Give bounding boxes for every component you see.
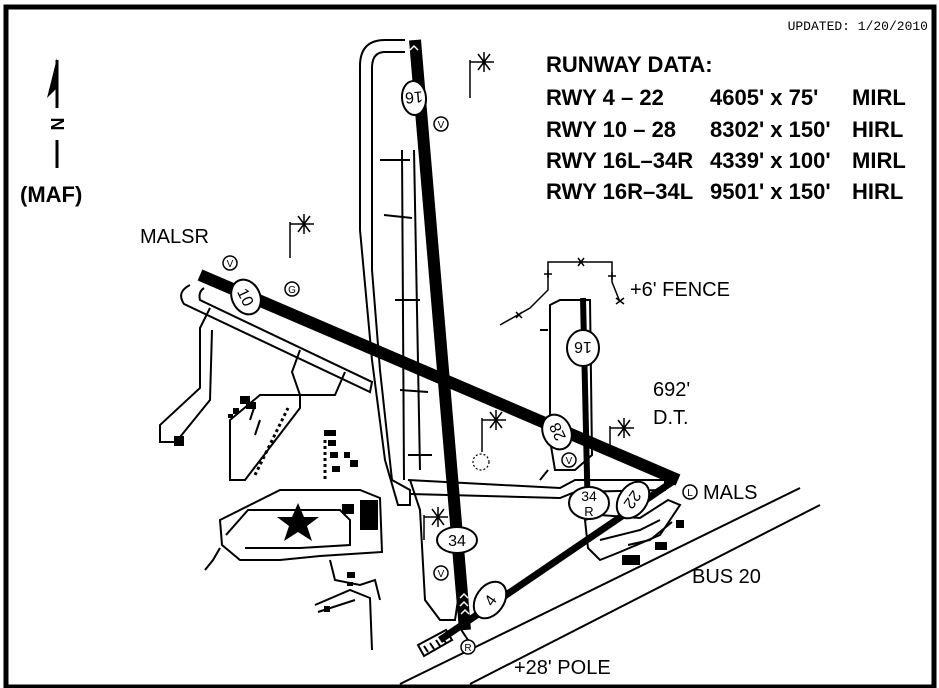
svg-text:16: 16 bbox=[404, 87, 423, 105]
chart-border bbox=[3, 4, 937, 688]
fence-label: +6' FENCE bbox=[630, 279, 730, 301]
runway-row-3-dims: 4339' x 100' bbox=[710, 148, 831, 173]
blast-pad bbox=[416, 628, 454, 658]
updated-stamp: UPDATED: 1/20/2010 bbox=[788, 19, 928, 34]
rwy-34L-label: 34 bbox=[436, 526, 478, 554]
lighting-icon: L bbox=[682, 484, 698, 500]
runway-row-1-lights: MIRL bbox=[852, 85, 906, 110]
svg-text:G: G bbox=[288, 285, 296, 296]
terminal-star-icon bbox=[277, 503, 319, 541]
svg-text:34: 34 bbox=[448, 533, 466, 550]
runway-row-3-id: RWY 16L–34R bbox=[546, 148, 693, 173]
beacon-icon bbox=[472, 453, 490, 471]
svg-text:34: 34 bbox=[581, 488, 597, 504]
north-label: N bbox=[48, 118, 68, 131]
runway-row-1-dims: 4605' x 75' bbox=[710, 85, 818, 110]
svg-text:L: L bbox=[687, 488, 693, 499]
runway-row-4-id: RWY 16R–34L bbox=[546, 179, 693, 204]
radar-icon: R bbox=[460, 639, 476, 655]
airport-identifier: (MAF) bbox=[20, 182, 82, 207]
runway-row-3-lights: MIRL bbox=[852, 148, 906, 173]
rwy-16R-label: 16 bbox=[400, 80, 428, 116]
svg-text:R: R bbox=[584, 504, 593, 519]
svg-text:16: 16 bbox=[574, 338, 592, 355]
svg-text:V: V bbox=[438, 120, 445, 131]
rwy-16L-label: 16 bbox=[566, 329, 600, 367]
north-arrow-icon bbox=[47, 58, 59, 168]
svg-text:V: V bbox=[438, 569, 445, 580]
mals-label: MALS bbox=[703, 482, 757, 504]
runway-10-28 bbox=[197, 269, 681, 486]
taxiways bbox=[159, 39, 682, 651]
threshold-chevrons bbox=[409, 44, 470, 615]
rwy-4-label: 4 bbox=[472, 580, 508, 620]
runway-row-2-lights: HIRL bbox=[852, 117, 903, 142]
vor-icon: V bbox=[433, 565, 449, 581]
rwy-22-label: 22 bbox=[615, 480, 651, 520]
runway-row-4-dims: 9501' x 150' bbox=[710, 179, 831, 204]
pole-label: +28' POLE bbox=[514, 657, 611, 679]
svg-text:28: 28 bbox=[547, 420, 570, 443]
svg-text:R: R bbox=[464, 643, 471, 654]
malsr-label: MALSR bbox=[140, 226, 209, 248]
vor-icon: V bbox=[222, 255, 238, 271]
svg-text:V: V bbox=[227, 259, 234, 270]
obstacle-height-label: 692' bbox=[653, 379, 690, 401]
rwy-28-label: 28 bbox=[541, 413, 573, 451]
vor-icon: V bbox=[561, 452, 577, 468]
runway-row-4-lights: HIRL bbox=[852, 179, 903, 204]
obstacle-type-label: D.T. bbox=[653, 407, 689, 429]
map-symbols: V V G V V L R bbox=[222, 116, 698, 655]
bus20-label: BUS 20 bbox=[692, 566, 761, 588]
fence bbox=[499, 257, 625, 326]
buildings bbox=[174, 396, 684, 612]
runway-row-1-id: RWY 4 – 22 bbox=[546, 85, 664, 110]
pole-icon bbox=[459, 627, 469, 641]
runway-end-labels: 16 34 10 28 16 34 R 4 22 bbox=[230, 80, 651, 620]
runway-row-2-dims: 8302' x 150' bbox=[710, 117, 831, 142]
vor-icon: V bbox=[433, 116, 449, 132]
runway-row-2-id: RWY 10 – 28 bbox=[546, 117, 676, 142]
rwy-34R-label: 34 R bbox=[568, 486, 610, 520]
rwy-10-label: 10 bbox=[230, 278, 262, 316]
glideslope-icon: G bbox=[284, 281, 300, 297]
hangar-row bbox=[253, 407, 327, 480]
runway-data-title: RUNWAY DATA: bbox=[546, 52, 713, 77]
windsock-icons bbox=[289, 52, 634, 540]
svg-text:10: 10 bbox=[233, 286, 256, 309]
runway-data-table: RUNWAY DATA: RWY 4 – 22 4605' x 75' MIRL… bbox=[546, 52, 906, 204]
svg-text:V: V bbox=[566, 456, 573, 467]
